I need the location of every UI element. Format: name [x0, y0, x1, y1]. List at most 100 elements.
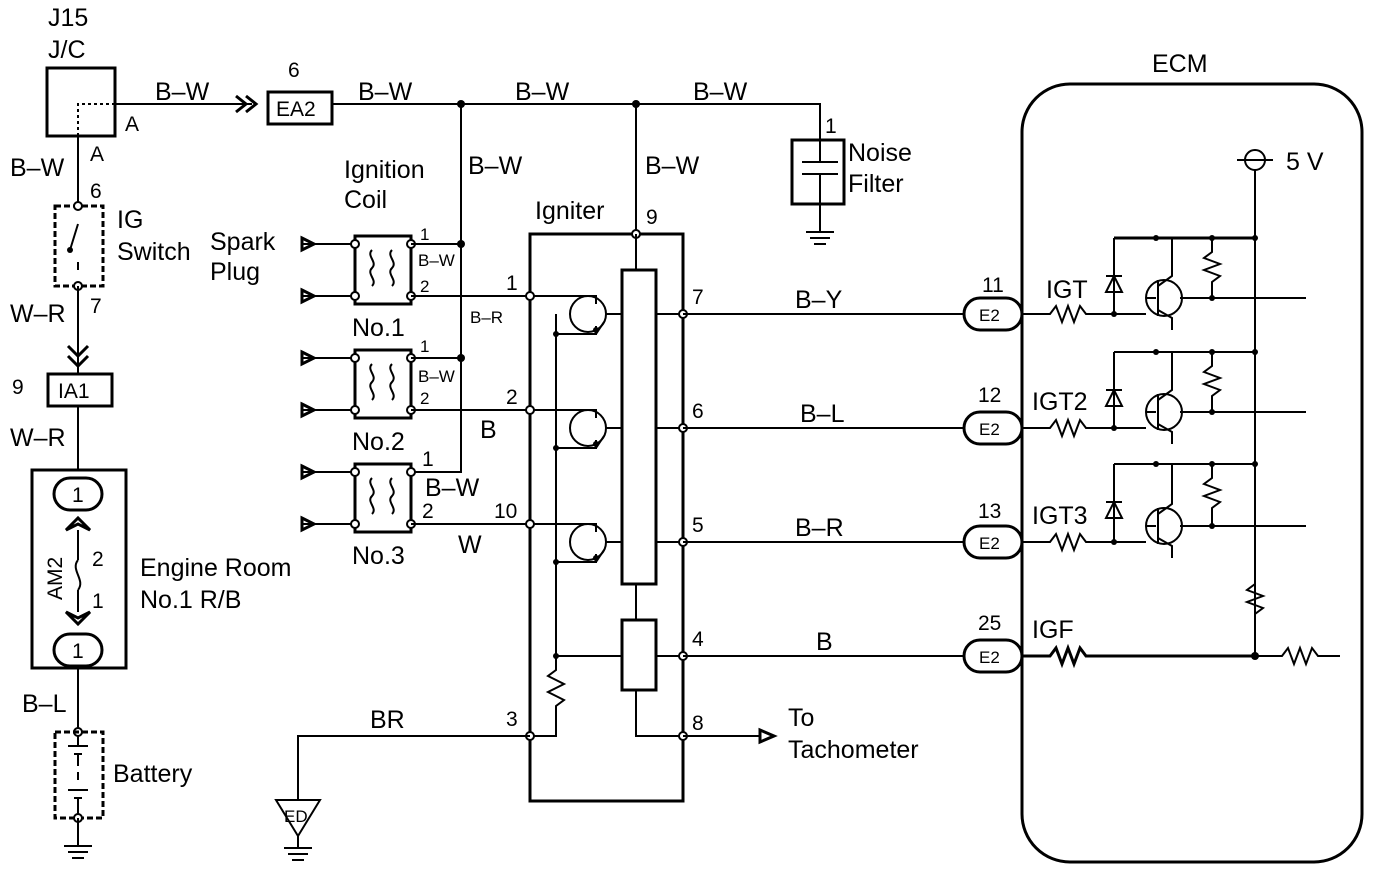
wire-label-by: B–Y [795, 286, 843, 314]
ecm-connector-label: E2 [979, 306, 1000, 325]
coil-pin-2: 2 [420, 389, 429, 408]
junction-dot [457, 240, 465, 248]
junction-dot [553, 331, 559, 337]
ecm-signal-igf: IGF [1032, 616, 1074, 644]
ecm-box [1020, 82, 1364, 864]
wire-bw-main-bus [332, 103, 821, 140]
wire-label-bw-3: B–W [515, 78, 570, 106]
fuse-terminal-bottom-label: 1 [72, 640, 84, 663]
noise-filter-label-1: Noise [848, 139, 912, 167]
spark-plug-arrows [300, 235, 318, 305]
fuse-pin-2: 2 [92, 548, 104, 571]
wire-label-br-ecm: B–R [795, 514, 844, 542]
ecm-signal-igt: IGT [1046, 276, 1088, 304]
ecm-igf-input [1022, 570, 1340, 669]
spark-plug-leads [302, 243, 355, 297]
wire-label-bw-4: B–W [693, 78, 748, 106]
coil-pin-1: 1 [420, 337, 429, 356]
connector-ia1-label: IA1 [58, 380, 90, 403]
fuse-terminal-top [52, 476, 104, 512]
pin-igniter-8: 8 [692, 712, 704, 735]
ecm-connector-label: E2 [979, 648, 1000, 667]
pin-igniter-1: 1 [506, 272, 518, 295]
wire-label-bw-left: B–W [10, 154, 65, 182]
pin-ecm-13: 13 [978, 500, 1001, 523]
coil-pin-1: 1 [420, 225, 429, 244]
fuse-am2-element [74, 530, 82, 612]
connector-ea2-label: EA2 [276, 98, 316, 121]
wire-label-bw-6: B–W [645, 152, 700, 180]
spark-plug-leads [302, 357, 355, 411]
ecm-signal-igt2: IGT2 [1032, 388, 1088, 416]
pin-igniter-6: 6 [692, 400, 704, 423]
coil-name-no1: No.1 [352, 314, 405, 342]
jc-title: J15 [48, 4, 88, 32]
wire-br-ground [297, 735, 530, 800]
pin-igniter-9: 9 [646, 206, 658, 229]
jc-subtitle: J/C [48, 36, 86, 64]
ground-icon [284, 836, 312, 861]
ignition-coil-no1: 1 2 B–W B–R No.1 [300, 225, 530, 342]
coil-windings [369, 249, 395, 287]
pin-ig-6: 6 [90, 180, 102, 203]
ecm-connector-label: E2 [979, 420, 1000, 439]
ignition-coil-label-1: Ignition [344, 156, 425, 184]
coil-leads [411, 243, 530, 297]
igniter-label: Igniter [535, 197, 604, 225]
igniter-transistor-1 [530, 295, 622, 335]
pin-a-top: A [125, 113, 139, 136]
ecm-connector-label: E2 [979, 534, 1000, 553]
coil-name-no2: No.2 [352, 428, 405, 456]
junction-dot [553, 445, 559, 451]
battery-icon [68, 736, 88, 818]
igniter-driver-block [620, 268, 658, 586]
spark-plug-label-1: Spark [210, 228, 276, 256]
spark-plug-arrows [300, 463, 318, 533]
junction-dot [553, 653, 559, 659]
wire-label-br-coil1: B–R [470, 308, 503, 327]
coil-pin-2: 2 [422, 500, 434, 523]
ground-icon [64, 818, 92, 859]
tachometer-label-2: Tachometer [788, 736, 919, 764]
engine-room-label-2: No.1 R/B [140, 586, 241, 614]
junction-connector-box [45, 66, 117, 138]
coil-pin-2: 2 [420, 277, 429, 296]
wire-label-bw-5: B–W [468, 152, 523, 180]
fuse-pin-1: 1 [92, 590, 104, 613]
pin-igniter-2: 2 [506, 386, 518, 409]
spark-plug-arrows [300, 349, 318, 419]
pin-noise-1: 1 [825, 115, 837, 138]
coil-box [353, 462, 413, 534]
ig-switch-box [53, 204, 105, 288]
ground-icon [806, 231, 834, 245]
igniter-internal-link [635, 584, 683, 737]
ecm-title: ECM [1152, 50, 1208, 78]
wire-label-bw-1: B–W [155, 78, 210, 106]
supply-rail-5v [1237, 159, 1273, 648]
wire-label-wr-2: W–R [10, 424, 66, 452]
ignition-coil-no2: 1 2 B–W B No.2 [300, 337, 530, 456]
pin-ea2-6: 6 [288, 59, 300, 82]
pin-igniter-10: 10 [494, 500, 517, 523]
tachometer-arrow-icon [758, 727, 778, 745]
connector-ed-label: ED [284, 807, 308, 826]
igniter-output-leads [656, 313, 683, 657]
coil-windings [369, 363, 395, 401]
spark-plug-label-2: Plug [210, 258, 260, 286]
pin-ia1-9: 9 [12, 376, 24, 399]
igniter-emitter-rail [530, 334, 622, 737]
noise-filter-box [790, 138, 846, 206]
coil-name-no3: No.3 [352, 542, 405, 570]
ignition-coil-label-2: Coil [344, 186, 387, 214]
coil-box [353, 234, 413, 306]
wire-label-w-coil3: W [458, 531, 482, 559]
coil-pin-1: 1 [422, 448, 434, 471]
wire-label-bw-2: B–W [358, 78, 413, 106]
igniter-igf-block [620, 618, 658, 692]
wire-label-bl-ecm: B–L [800, 400, 845, 428]
wire-label-b-ecm: B [816, 628, 833, 656]
wire-label-bw-coil2: B–W [418, 367, 455, 386]
coil-leads [411, 357, 530, 411]
fuse-am2-label: AM2 [44, 557, 67, 600]
coil-windings [369, 477, 395, 515]
